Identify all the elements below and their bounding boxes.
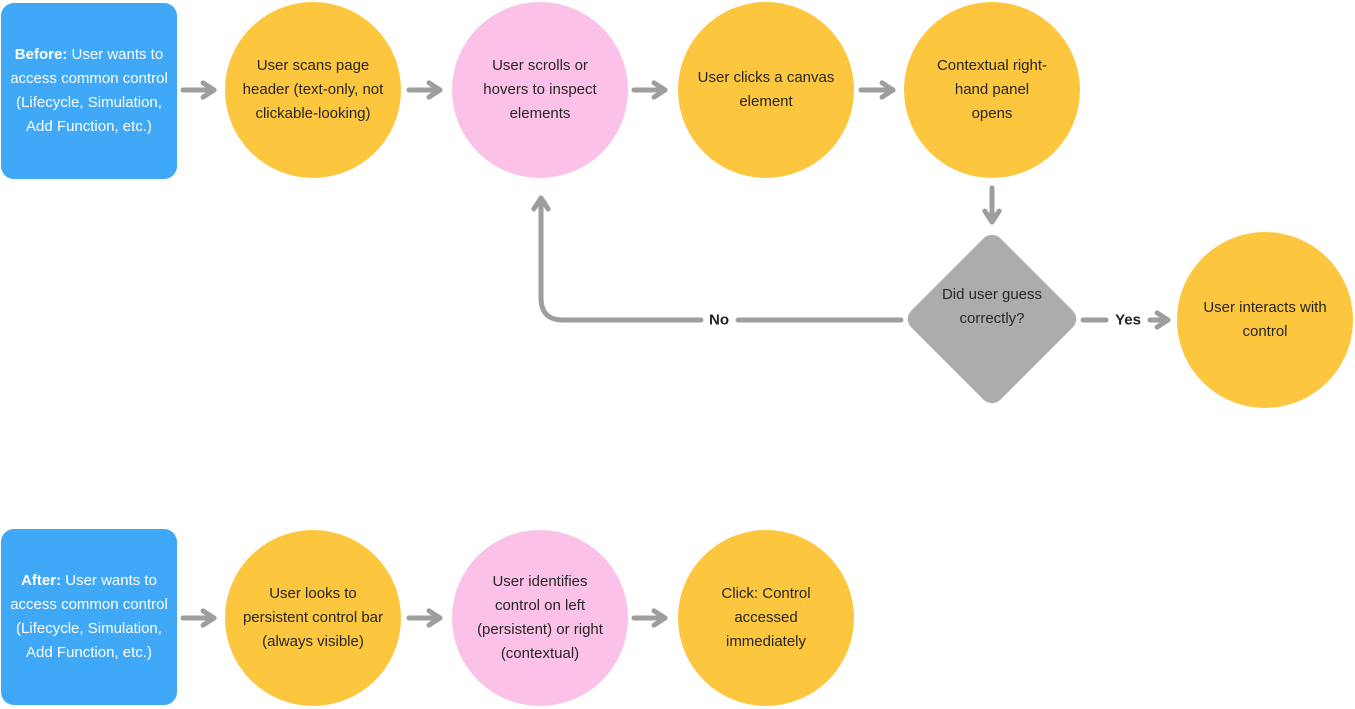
node-click-control: Click: Control accessed immediately	[678, 530, 854, 706]
after-start-label: After: User wants to access common contr…	[9, 569, 169, 665]
node-panel-opens: Contextual right-hand panel opens	[904, 2, 1080, 178]
after-start-lead: After:	[21, 572, 62, 589]
edge-label-no: No	[709, 311, 729, 329]
node-before-start: Before: User wants to access common cont…	[1, 3, 177, 179]
node-scroll-hover: User scrolls or hovers to inspect elemen…	[452, 2, 628, 178]
node-user-interacts-label: User interacts with control	[1203, 299, 1327, 340]
node-identify-control-label: User identifies control on left (persist…	[477, 573, 603, 662]
arrow-no-loopback	[531, 195, 704, 323]
node-panel-opens-label: Contextual right-hand panel opens	[936, 57, 1048, 122]
node-click-canvas: User clicks a canvas element	[678, 2, 854, 178]
node-persistent-bar-label: User looks to persistent control bar (al…	[242, 585, 384, 650]
node-user-interacts: User interacts with control	[1177, 232, 1353, 408]
node-identify-control: User identifies control on left (persist…	[452, 530, 628, 706]
decision-label: Did user guess correctly?	[941, 286, 1043, 327]
node-after-start: After: User wants to access common contr…	[1, 529, 177, 705]
before-start-rest: User wants to access common control (Lif…	[10, 46, 168, 135]
node-click-canvas-label: User clicks a canvas element	[697, 69, 835, 110]
node-scan-header-label: User scans page header (text-only, not c…	[242, 57, 384, 122]
node-scroll-hover-label: User scrolls or hovers to inspect elemen…	[483, 57, 597, 122]
after-start-rest: User wants to access common control (Lif…	[10, 572, 168, 661]
before-start-lead: Before:	[14, 46, 68, 63]
before-start-label: Before: User wants to access common cont…	[9, 43, 169, 139]
node-click-control-label: Click: Control accessed immediately	[721, 585, 811, 650]
node-scan-header: User scans page header (text-only, not c…	[225, 2, 401, 178]
edge-label-yes: Yes	[1115, 311, 1141, 329]
node-persistent-bar: User looks to persistent control bar (al…	[225, 530, 401, 706]
